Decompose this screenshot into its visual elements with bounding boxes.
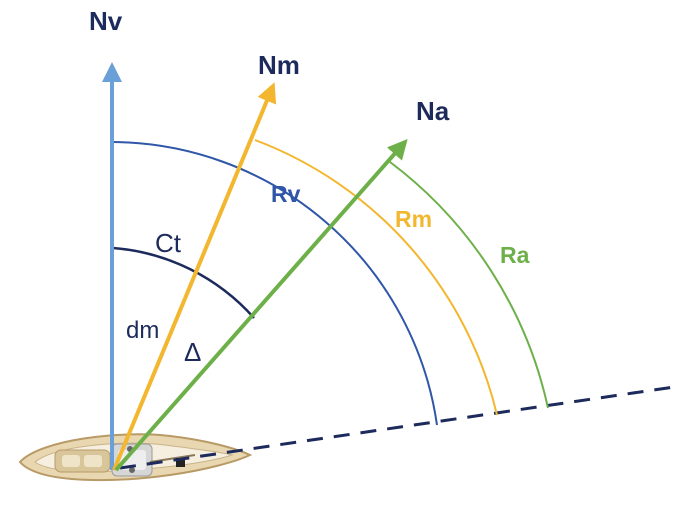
ct-arc — [112, 246, 255, 319]
rv-label: Rv — [271, 181, 301, 207]
rm-label: Rm — [395, 206, 432, 232]
dm-label: dm — [126, 317, 159, 344]
na-label: Na — [416, 96, 450, 126]
ra-label: Ra — [500, 242, 530, 268]
ra-arc — [389, 161, 549, 409]
magnetic-north-arrow — [112, 82, 277, 471]
nv-label: Nv — [89, 6, 123, 36]
compass-north-arrow — [114, 138, 408, 472]
rv-arc — [109, 140, 438, 426]
delta-label: Δ — [184, 337, 201, 367]
ct-label: Ct — [155, 228, 182, 258]
rm-arc — [254, 139, 498, 416]
sailboat-icon — [18, 433, 253, 482]
heading-line — [119, 384, 681, 470]
nm-label: Nm — [258, 50, 300, 80]
